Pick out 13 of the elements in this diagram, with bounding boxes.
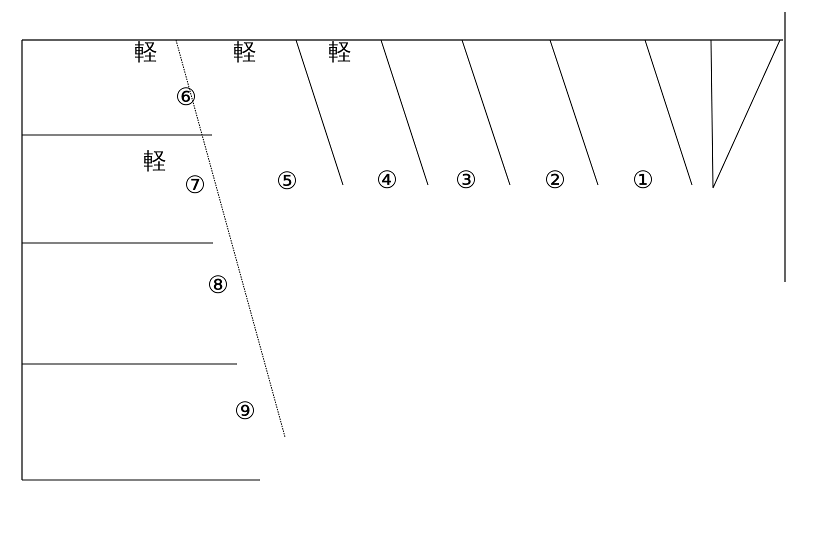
stall-label: 軽 <box>134 42 158 64</box>
stall-number: ① <box>632 168 654 192</box>
stall-number: ⑦ <box>184 173 206 197</box>
stall-number: ⑥ <box>175 85 197 109</box>
stall-label: 軽 <box>144 150 166 174</box>
stall-label: 軽 <box>328 42 352 64</box>
stall-number: ④ <box>376 168 398 192</box>
stall-number: ③ <box>455 168 477 192</box>
stall-number: ⑤ <box>276 169 298 193</box>
stall-number: ⑨ <box>234 399 256 423</box>
stall-number: ⑧ <box>207 273 229 297</box>
stall-label: 軽 <box>234 42 256 64</box>
stall-number: ② <box>544 168 566 192</box>
